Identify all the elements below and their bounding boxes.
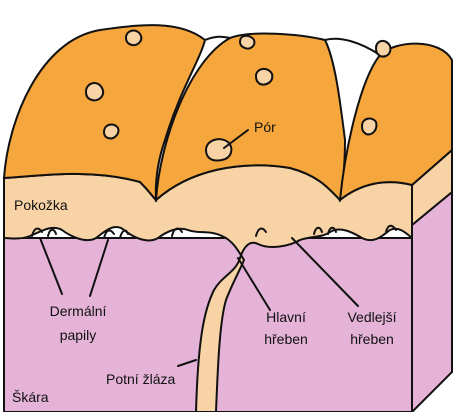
label-secondary-ridge-2: hřeben bbox=[350, 331, 394, 347]
papilla-tip-4 bbox=[120, 231, 128, 238]
label-primary-ridge-2: hřeben bbox=[264, 331, 308, 347]
pore-7 bbox=[376, 41, 390, 57]
label-dermal-papillae-1: Dermální bbox=[50, 303, 107, 319]
pore-6 bbox=[206, 139, 231, 160]
label-dermis: Škára bbox=[12, 389, 49, 405]
papilla-tip-2 bbox=[48, 230, 56, 236]
label-primary-ridge-1: Hlavní bbox=[266, 309, 306, 325]
dermis-side bbox=[412, 192, 452, 412]
pore-4 bbox=[240, 36, 254, 49]
label-epidermis: Pokožka bbox=[14, 197, 68, 213]
label-secondary-ridge-1: Vedlejší bbox=[347, 309, 396, 325]
ridge-fold-2 bbox=[325, 39, 380, 55]
label-sweat-gland: Potní žláza bbox=[106, 371, 175, 387]
label-dermal-papillae-2: papily bbox=[60, 327, 97, 343]
pore-8 bbox=[362, 119, 376, 135]
pore-1 bbox=[126, 31, 141, 46]
pore-3 bbox=[104, 125, 118, 139]
pore-2 bbox=[86, 83, 103, 100]
label-pore: Pór bbox=[254, 119, 276, 135]
pore-5 bbox=[256, 69, 272, 85]
